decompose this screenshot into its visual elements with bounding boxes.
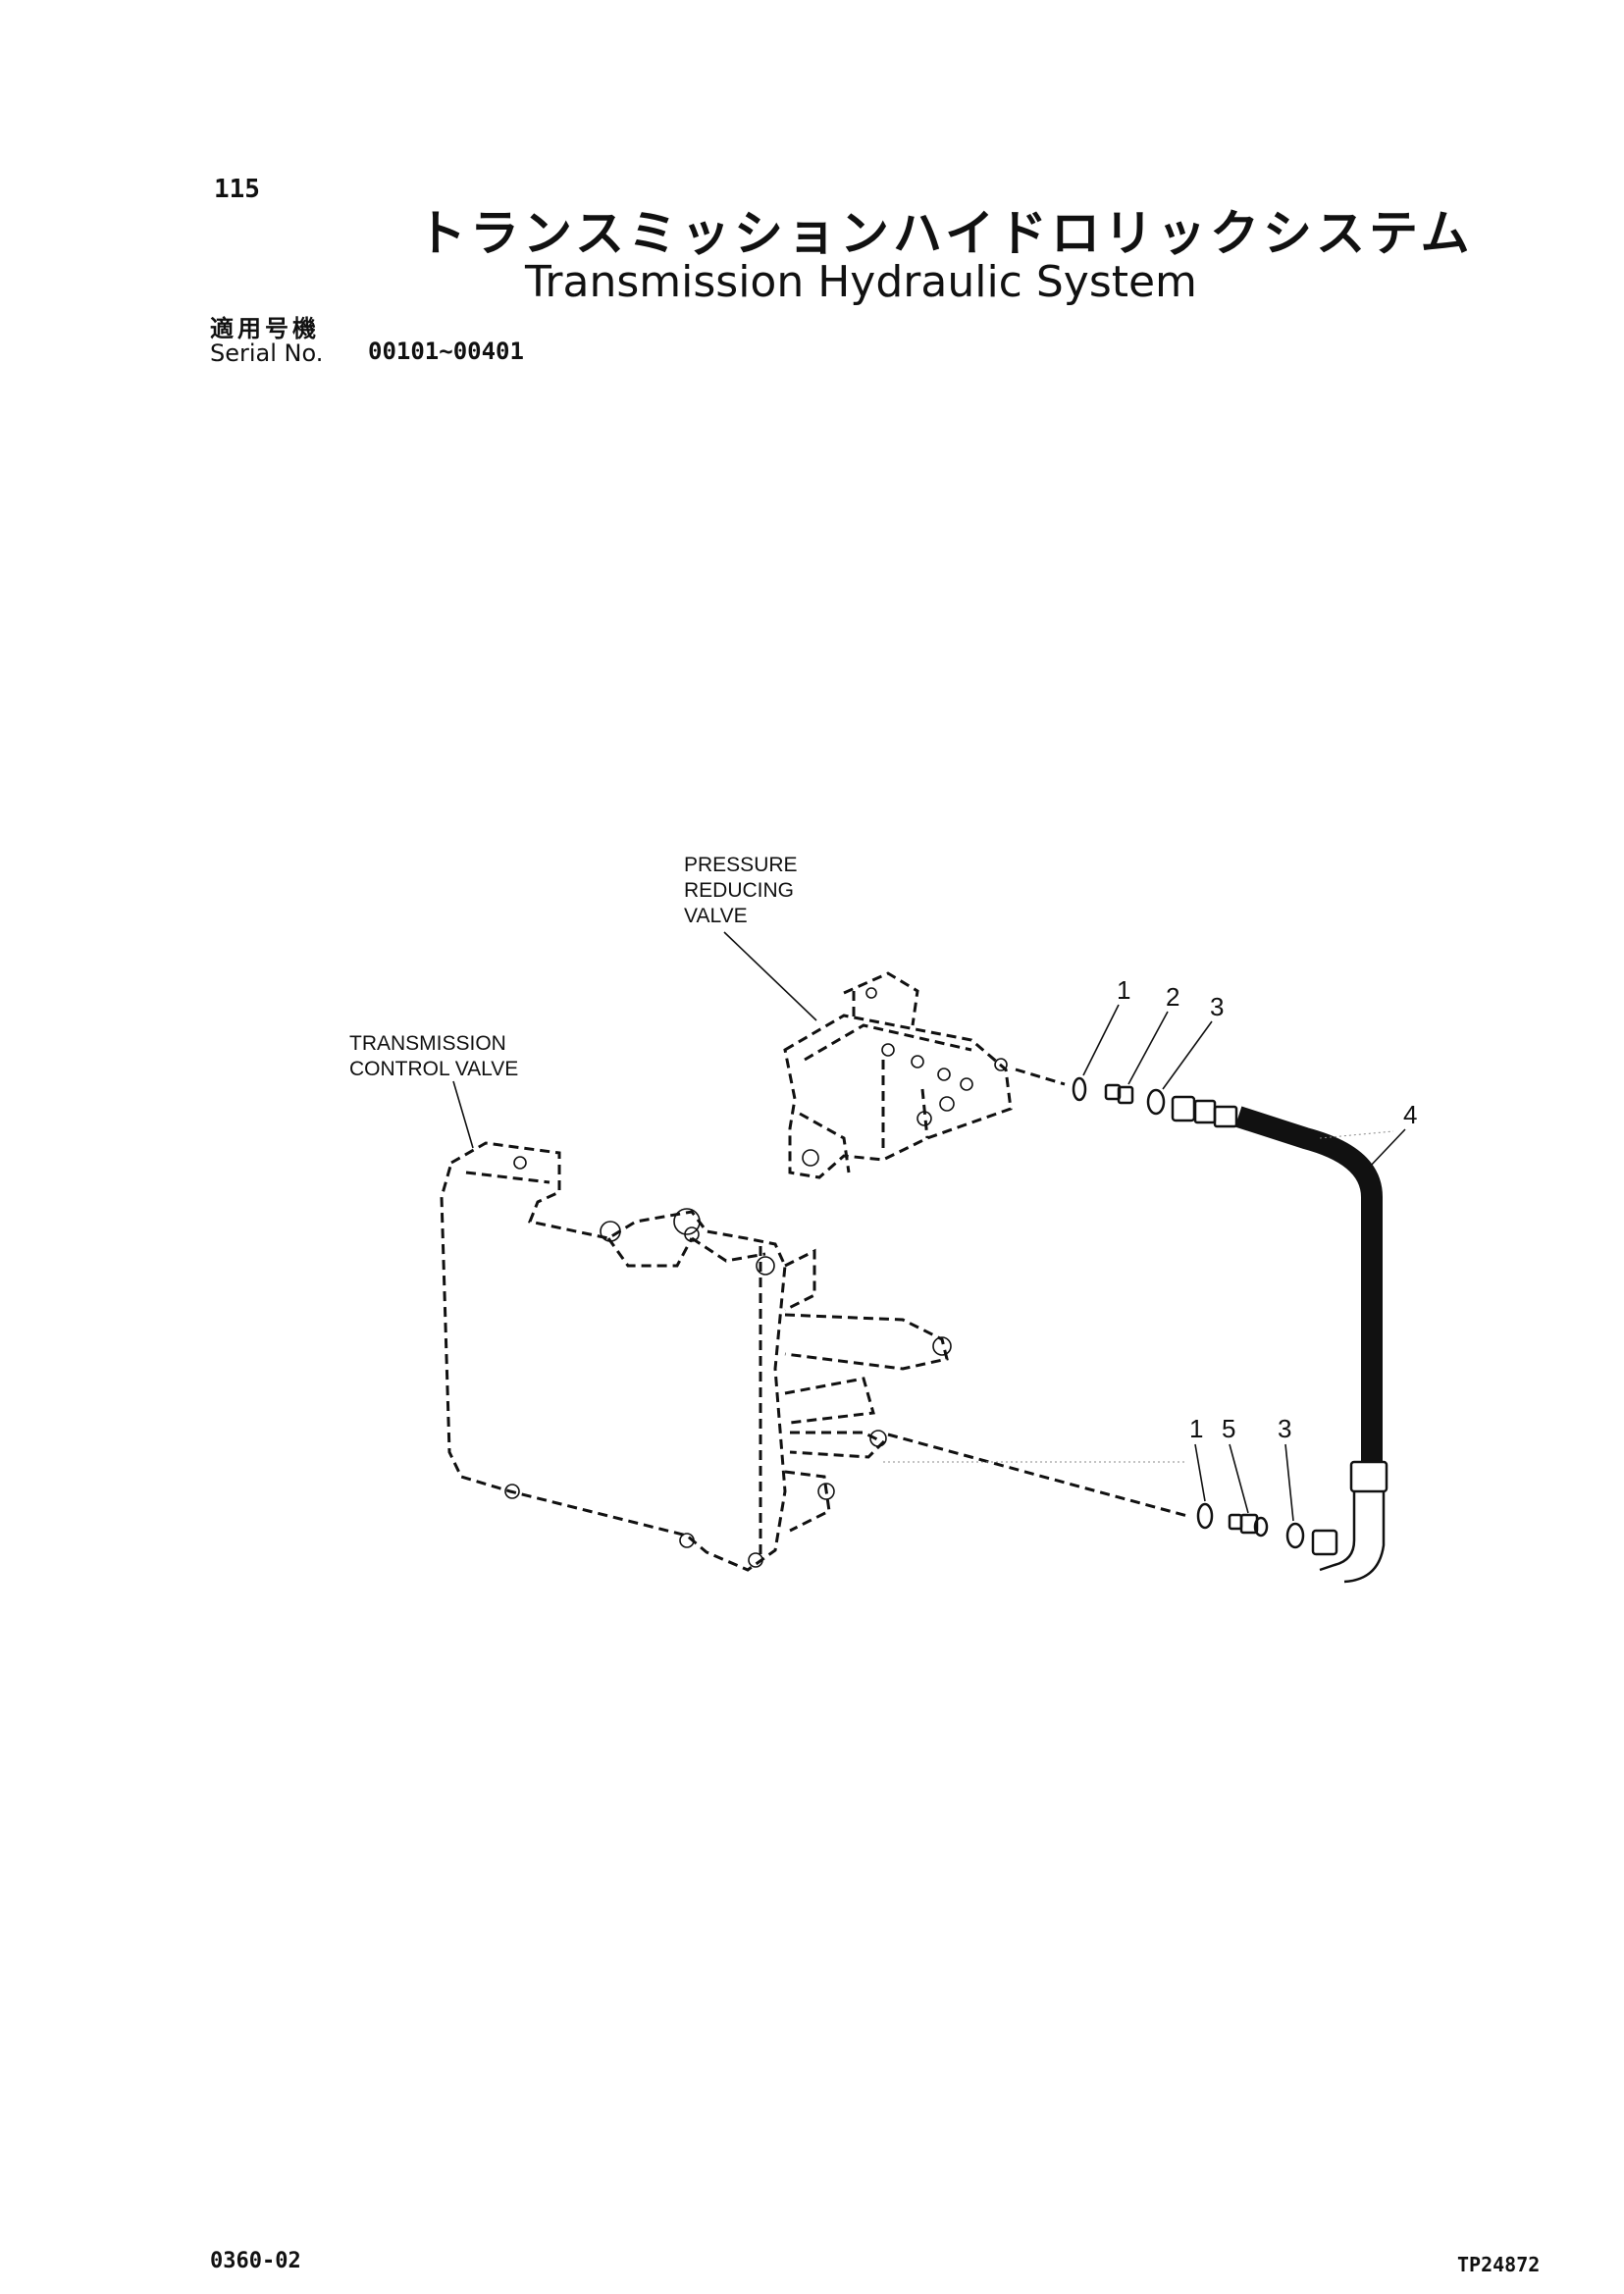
- label-transmission-line2: CONTROL VALVE: [349, 1058, 518, 1080]
- lower-fittings: [1196, 1502, 1338, 1556]
- footer-drawing-number: TP24872: [1457, 2253, 1541, 2276]
- leader-transmission-valve: [452, 1080, 474, 1149]
- serial-label-english: Serial No.: [210, 339, 324, 367]
- callout-lower-3: 3: [1278, 1414, 1291, 1443]
- callout-upper-1: 1: [1117, 975, 1130, 1005]
- label-pressure-line2: REDUCING: [684, 879, 794, 902]
- callout-upper-3: 3: [1210, 992, 1224, 1021]
- callout-upper-4: 4: [1403, 1100, 1417, 1129]
- serial-label-japanese: 適用号機: [210, 315, 320, 342]
- transmission-control-valve-drawing: [440, 1141, 952, 1572]
- upper-port-line: [1015, 1068, 1066, 1086]
- pressure-reducing-valve-drawing: [783, 971, 1013, 1179]
- hose-lower-fitting: [1349, 1460, 1388, 1493]
- lower-port-line: [887, 1433, 1188, 1518]
- hose: [1234, 1106, 1383, 1462]
- callout-lower-5: 5: [1222, 1414, 1235, 1443]
- serial-label: 適用号機 Serial No.: [210, 316, 323, 365]
- page-title-english: Transmission Hydraulic System: [525, 257, 1197, 307]
- leader-pressure-valve: [723, 931, 817, 1021]
- page-title-japanese: トランスミッションハイドロリックシステム: [417, 205, 1474, 262]
- serial-range: 00101~00401: [368, 338, 524, 365]
- footer-page-code: 0360-02: [210, 2249, 301, 2273]
- label-transmission-line1: TRANSMISSION: [349, 1032, 506, 1055]
- label-pressure-line3: VALVE: [684, 905, 748, 927]
- page-number: 115: [214, 175, 260, 204]
- hose-elbow: [1319, 1491, 1356, 1572]
- callout-upper-2: 2: [1166, 982, 1179, 1012]
- callout-lower-1: 1: [1189, 1414, 1203, 1443]
- label-pressure-line1: PRESSURE: [684, 854, 798, 876]
- upper-fittings: [1072, 1076, 1238, 1128]
